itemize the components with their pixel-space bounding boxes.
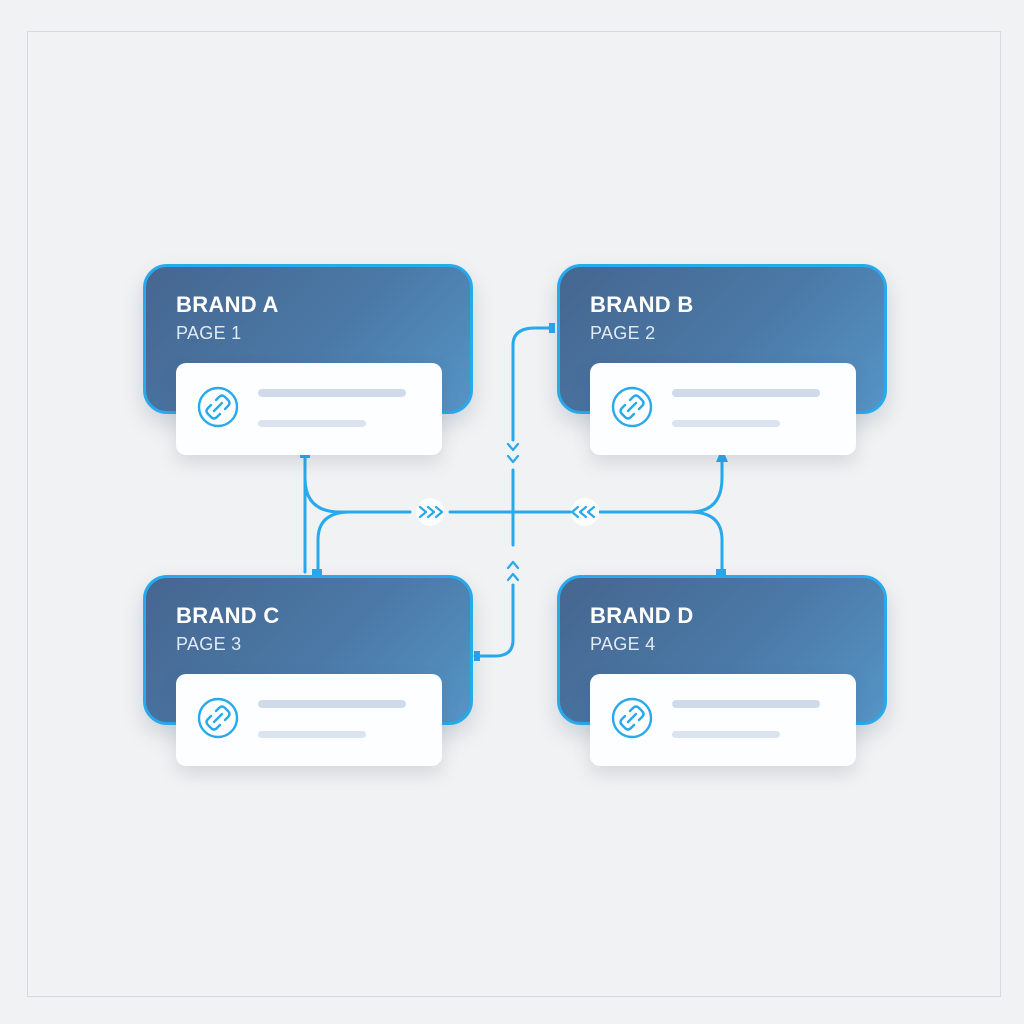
chevrons-right-marker xyxy=(416,498,444,526)
card-title: BRAND C xyxy=(176,603,280,628)
card-brand-a[interactable]: BRAND A PAGE 1 xyxy=(143,264,473,455)
chevrons-up-marker xyxy=(506,560,520,582)
connector-d-center xyxy=(688,510,724,574)
text-placeholder-line xyxy=(672,731,780,738)
text-placeholder-line xyxy=(258,700,406,708)
text-placeholder-line xyxy=(258,731,366,738)
card-title: BRAND A xyxy=(176,292,279,317)
connector-vertical-bottom xyxy=(473,583,515,658)
connector-cap xyxy=(474,651,480,661)
connector-a-center xyxy=(303,476,412,514)
text-placeholder-line xyxy=(672,420,780,427)
card-title: BRAND D xyxy=(590,603,694,628)
card-subtitle: PAGE 3 xyxy=(176,634,242,654)
text-placeholder-line xyxy=(672,389,820,397)
connector-horizontal-right xyxy=(598,460,724,514)
connector-cap xyxy=(549,323,555,333)
connector-cap xyxy=(716,569,726,575)
connector-c-center xyxy=(316,510,352,574)
connector-vertical xyxy=(511,326,555,347)
text-placeholder-line xyxy=(672,700,820,708)
diagram-frame xyxy=(27,31,1001,997)
text-placeholder-line xyxy=(258,389,406,397)
card-title: BRAND B xyxy=(590,292,694,317)
arrowhead-up xyxy=(716,448,728,462)
card-subtitle: PAGE 2 xyxy=(590,323,656,343)
card-panel xyxy=(176,363,442,455)
card-brand-c[interactable]: BRAND C PAGE 3 xyxy=(143,575,473,766)
link-icon[interactable] xyxy=(196,385,240,429)
card-brand-b[interactable]: BRAND B PAGE 2 xyxy=(557,264,887,455)
card-panel xyxy=(590,363,856,455)
chevrons-down-marker xyxy=(506,442,520,464)
connector-cap xyxy=(300,452,310,458)
card-panel xyxy=(590,674,856,766)
text-placeholder-line xyxy=(258,420,366,427)
card-brand-d[interactable]: BRAND D PAGE 4 xyxy=(557,575,887,766)
card-subtitle: PAGE 4 xyxy=(590,634,656,654)
connector-cap xyxy=(312,569,322,575)
chevrons-left-marker xyxy=(570,498,599,526)
card-panel xyxy=(176,674,442,766)
link-icon[interactable] xyxy=(196,696,240,740)
link-icon[interactable] xyxy=(610,385,654,429)
link-icon[interactable] xyxy=(610,696,654,740)
card-subtitle: PAGE 1 xyxy=(176,323,242,343)
